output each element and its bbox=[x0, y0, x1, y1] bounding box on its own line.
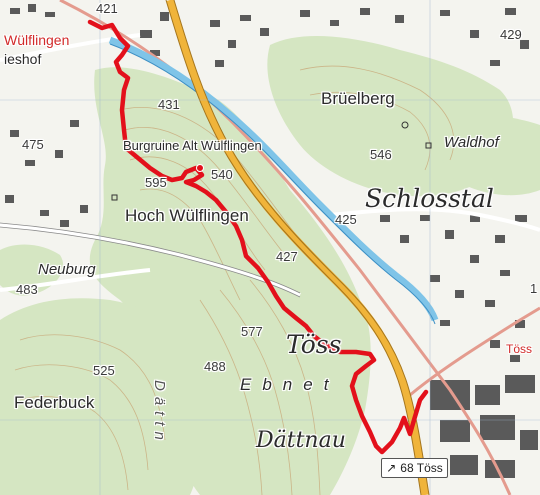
elevation-595: 595 bbox=[145, 175, 167, 190]
elevation-1: 1 bbox=[530, 281, 538, 296]
contour-lines bbox=[14, 65, 454, 495]
route-badge[interactable]: ↗ 68 Töss bbox=[381, 458, 448, 478]
elevation-525: 525 bbox=[93, 363, 115, 378]
place-label-federbuck: Federbuck bbox=[14, 393, 95, 412]
place-label-schlosstal: Schlosstal bbox=[365, 184, 494, 213]
place-label-ebnet: Ebnet bbox=[240, 375, 340, 394]
elevation-421: 421 bbox=[96, 1, 118, 16]
place-label-toss-station: Töss bbox=[506, 342, 533, 356]
forest-federbuck bbox=[0, 298, 203, 495]
elevation-546: 546 bbox=[370, 147, 392, 162]
elevation-427: 427 bbox=[276, 249, 298, 264]
place-label-wulflingen: Wülflingen bbox=[4, 32, 70, 48]
elevation-540: 540 bbox=[211, 167, 233, 182]
elevation-483: 483 bbox=[16, 282, 38, 297]
forest-waldhof bbox=[438, 114, 540, 196]
elevation-429: 429 bbox=[500, 27, 522, 42]
highway-a1-edge-2 bbox=[173, 0, 430, 495]
place-label-toss: Töss bbox=[286, 330, 342, 359]
place-label-dattnau: Dättnau bbox=[256, 428, 346, 453]
place-label-bruelberg: Brüelberg bbox=[321, 89, 395, 108]
castle-ruin-marker[interactable] bbox=[196, 164, 204, 172]
place-label-wieshof: ieshof bbox=[4, 51, 42, 67]
river-toss-outline bbox=[109, 43, 436, 325]
arrow-northeast-icon: ↗ bbox=[386, 461, 397, 475]
elevation-475: 475 bbox=[22, 137, 44, 152]
highway-a1-edge bbox=[165, 0, 422, 495]
place-label-hoch-wulflingen: Hoch Wülflingen bbox=[125, 206, 249, 225]
highway-a1 bbox=[166, 0, 429, 495]
elevation-577: 577 bbox=[241, 324, 263, 339]
elevation-431: 431 bbox=[158, 97, 180, 112]
point-symbols bbox=[111, 121, 432, 201]
hiking-route[interactable] bbox=[87, 19, 429, 455]
elevation-488: 488 bbox=[204, 359, 226, 374]
place-label-dattnau-valley: Dättn bbox=[151, 380, 168, 446]
river-toss bbox=[108, 36, 439, 322]
route-badge-label: 68 Töss bbox=[400, 461, 443, 475]
place-label-waldhof: Waldhof bbox=[444, 134, 499, 151]
elevation-425: 425 bbox=[335, 212, 357, 227]
place-label-burgruine: Burgruine Alt Wülflingen bbox=[123, 138, 262, 153]
place-label-neuburg: Neuburg bbox=[38, 261, 96, 278]
railway-line-east bbox=[409, 306, 540, 397]
settlement-blocks bbox=[5, 4, 538, 478]
